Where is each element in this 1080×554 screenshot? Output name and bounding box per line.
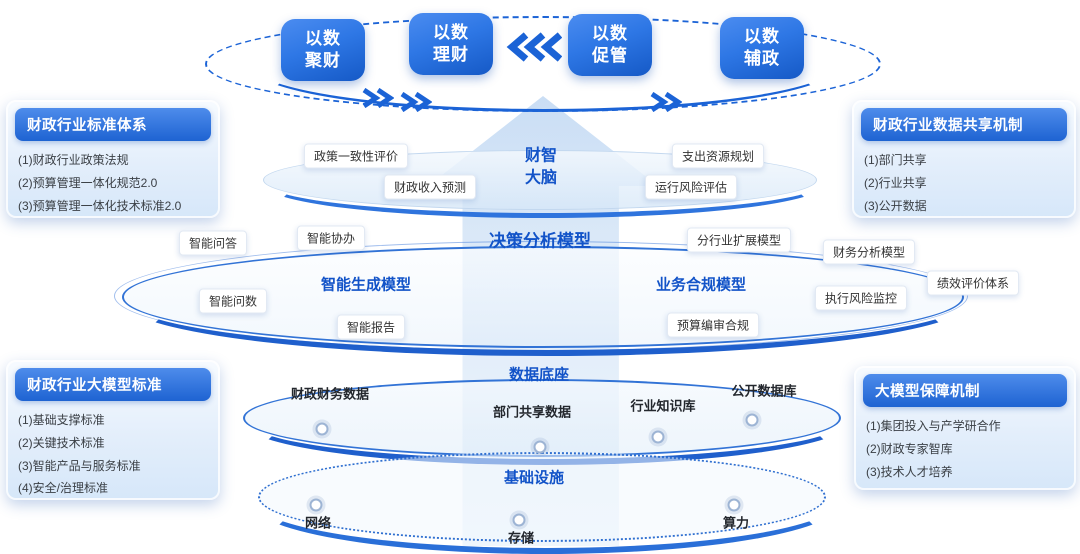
brain-title: 财智 大脑	[525, 145, 557, 188]
pill-line: 聚财	[305, 51, 341, 70]
standards-box-title: 财政行业标准体系	[15, 108, 211, 141]
standards-box-item: (3)预算管理一体化技术标准2.0	[18, 198, 182, 213]
pill-line: 以数	[744, 26, 780, 46]
data-base-title: 数据底座	[508, 366, 570, 384]
right-chevrons-icon	[648, 91, 683, 117]
standards-box-item: (1)财政行业政策法规	[18, 153, 129, 167]
flow-pill-licai: 以数 理财	[409, 13, 493, 75]
data-sharing-box-item: (2)行业共享	[864, 175, 927, 190]
chip: 智能协办	[296, 225, 366, 251]
data-sharing-box: 财政行业数据共享机制 (1)部门共享 (2)行业共享 (3)公开数据	[852, 100, 1076, 218]
standards-box-item: (2)预算管理一体化规范2.0	[18, 175, 158, 190]
chip: 智能问数	[198, 288, 268, 314]
node-dot	[315, 422, 329, 436]
pill-line: 以数	[592, 23, 628, 43]
node-dot	[727, 498, 741, 512]
brain-title-line: 大脑	[524, 169, 558, 186]
safeguard-box-item: (3)技术人才培养	[866, 464, 953, 479]
model-standards-box-item: (1)基础支撑标准	[18, 413, 105, 427]
chip: 支出资源规划	[671, 143, 765, 169]
brain-ellipse-arc	[263, 150, 825, 218]
node-dot	[533, 440, 547, 454]
infra-item-label: 算力	[722, 515, 750, 531]
chip: 政策一致性评价	[303, 143, 409, 169]
right-chevrons-icon	[398, 91, 433, 117]
data-sharing-box-item: (3)公开数据	[864, 198, 927, 213]
infra-item-label: 网络	[304, 515, 332, 531]
model-standards-box-item: (3)智能产品与服务标准	[18, 458, 141, 473]
chip: 执行风险监控	[814, 285, 908, 311]
chip: 绩效评价体系	[926, 270, 1020, 296]
pill-line: 辅政	[744, 49, 780, 68]
flow-pill-cuguan: 以数 促管	[568, 14, 652, 76]
node-dot	[651, 430, 665, 444]
data-item-label: 公开数据库	[731, 383, 797, 399]
data-sharing-box-item: (1)部门共享	[864, 153, 927, 167]
flow-pill-jucai: 以数 聚财	[281, 19, 365, 81]
infra-item-label: 存储	[507, 530, 535, 546]
data-item-label: 部门共享数据	[492, 404, 572, 420]
infra-title: 基础设施	[503, 469, 565, 487]
safeguard-box-title: 大模型保障机制	[863, 374, 1067, 407]
chip: 分行业扩展模型	[686, 227, 792, 253]
decision-model-title: 决策分析模型	[489, 231, 591, 251]
node-dot	[745, 413, 759, 427]
chip: 财政收入预测	[383, 174, 477, 200]
standards-box: 财政行业标准体系 (1)财政行业政策法规 (2)预算管理一体化规范2.0 (3)…	[6, 100, 220, 218]
chip: 财务分析模型	[822, 239, 916, 265]
pill-line: 促管	[592, 46, 628, 65]
infra-ellipse-arc	[250, 450, 842, 554]
node-dot	[309, 498, 323, 512]
chip: 运行风险评估	[644, 174, 738, 200]
safeguard-box-item: (1)集团投入与产学研合作	[866, 419, 1001, 433]
brain-title-line: 财智	[524, 147, 558, 165]
model-standards-box-item: (4)安全/治理标准	[18, 481, 109, 496]
node-dot	[512, 513, 526, 527]
chip: 预算编审合规	[666, 312, 760, 338]
right-chevrons-icon	[360, 87, 395, 113]
flow-pill-fuzheng: 以数 辅政	[720, 17, 804, 79]
chip: 智能问答	[178, 230, 248, 256]
safeguard-box-item: (2)财政专家智库	[866, 441, 953, 456]
pill-line: 以数	[433, 22, 469, 42]
model-standards-box-item: (2)关键技术标准	[18, 435, 105, 450]
pill-line: 以数	[305, 28, 341, 48]
pill-line: 理财	[433, 45, 469, 64]
model-standards-box-title: 财政行业大模型标准	[15, 368, 211, 401]
chip: 智能报告	[336, 314, 406, 340]
left-chevrons-icon	[504, 31, 563, 68]
model-ellipse-arc	[122, 246, 972, 356]
data-sharing-box-title: 财政行业数据共享机制	[861, 108, 1067, 141]
data-item-label: 财政财务数据	[290, 386, 370, 402]
flow-bottom-arc	[251, 20, 837, 112]
compliance-model-title: 业务合规模型	[655, 276, 747, 294]
generation-model-title: 智能生成模型	[320, 276, 412, 294]
data-item-label: 行业知识库	[630, 398, 696, 414]
safeguard-box: 大模型保障机制 (1)集团投入与产学研合作 (2)财政专家智库 (3)技术人才培…	[854, 366, 1076, 490]
model-standards-box: 财政行业大模型标准 (1)基础支撑标准 (2)关键技术标准 (3)智能产品与服务…	[6, 360, 220, 500]
